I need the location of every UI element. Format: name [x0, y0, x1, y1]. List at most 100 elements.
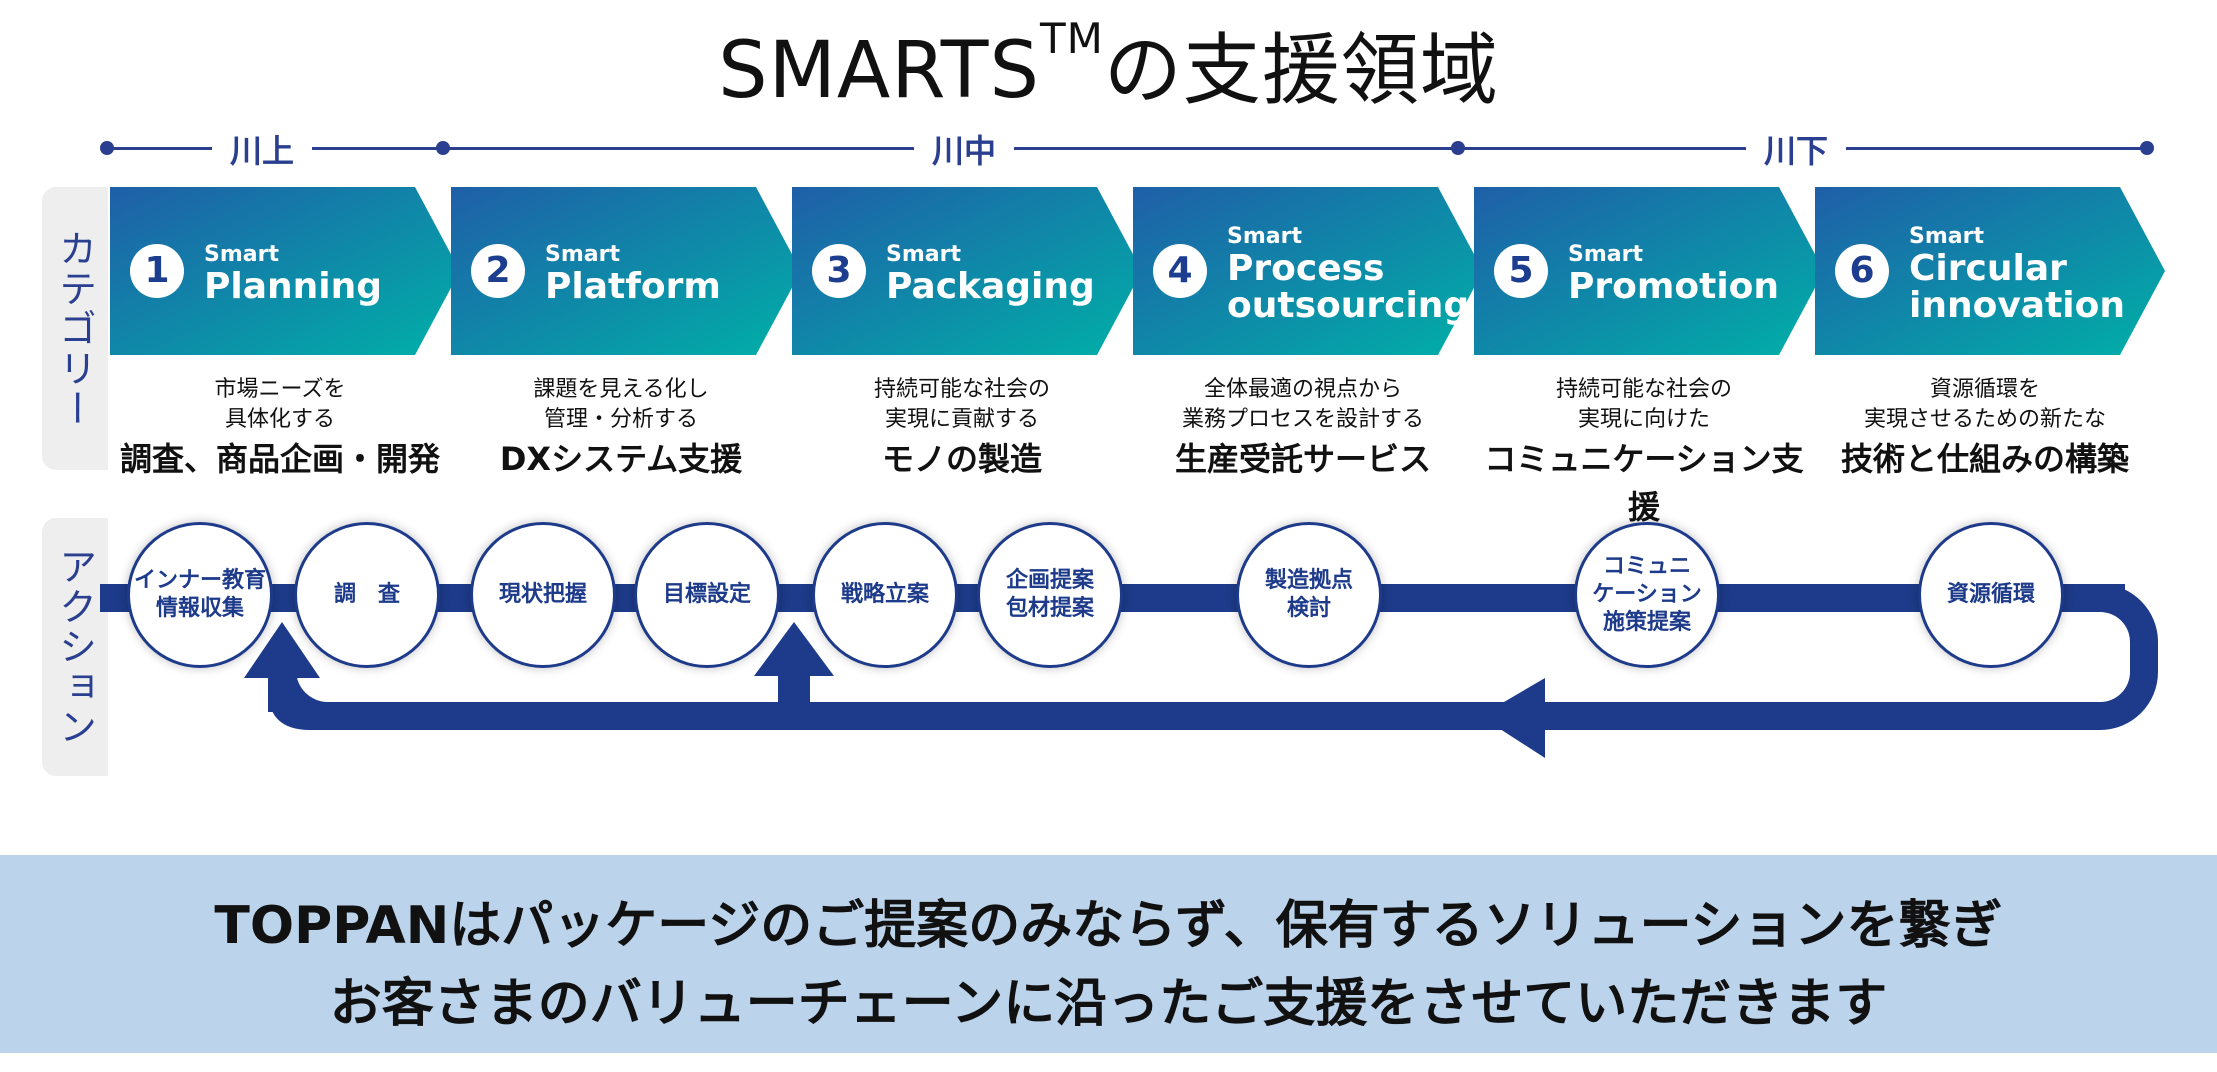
description-line: 持続可能な社会の [873, 377, 1050, 402]
category-description: 市場ニーズを 具体化する 調査、商品企画・開発 [110, 375, 450, 483]
summary-line-2: お客さまのバリューチェーンに沿ったご支援をさせていただきます [329, 974, 1888, 1034]
category-arrow-4 [1133, 187, 1483, 355]
category-smart-label: Smart [545, 242, 620, 267]
stage-dot [1451, 141, 1465, 155]
category-smart-label: Smart [1227, 224, 1302, 249]
category-name: Planning [204, 266, 383, 307]
summary-line-1: TOPPANはパッケージのご提案のみならず、保有するソリューションを繋ぎ [214, 896, 2003, 956]
stage-dot [2140, 141, 2154, 155]
description-main: モノの製造 [881, 440, 1042, 478]
category-number: 3 [812, 244, 866, 298]
action-strategy-planning: 戦略立案 [812, 522, 958, 668]
action-label: 目標設定 [662, 582, 751, 607]
description-line: 持続可能な社会の [1555, 377, 1732, 402]
category-number: 6 [1835, 244, 1889, 298]
description-line: 実現させるための新たな [1863, 407, 2106, 432]
category-description: 資源循環を 実現させるための新たな 技術と仕組みの構築 [1815, 375, 2155, 483]
stage-label-upstream: 川上 [212, 126, 313, 172]
action-side-label: アクション [52, 547, 97, 747]
category-name-line2: innovation [1909, 285, 2125, 326]
category-description: 課題を見える化し 管理・分析する DXシステム支援 [451, 375, 791, 483]
description-main: 生産受託サービス [1174, 440, 1431, 478]
category-number: 5 [1494, 244, 1548, 298]
category-name: Platform [545, 266, 721, 307]
description-line: 全体最適の視点から [1203, 377, 1402, 402]
action-label: 製造拠点 [1264, 568, 1353, 593]
category-arrow-2 [451, 187, 801, 355]
action-planning-proposal: 企画提案包材提案 [977, 522, 1123, 668]
stage-dot [100, 141, 114, 155]
action-label: コミュニ [1602, 554, 1691, 579]
description-line: 業務プロセスを設計する [1181, 407, 1424, 432]
action-label: インナー教育 [133, 568, 266, 593]
action-resource-recycling: 資源循環 [1918, 522, 2064, 668]
category-smart-label: Smart [1568, 242, 1643, 267]
description-line: 実現に向けた [1577, 407, 1710, 432]
action-research: 調 査 [294, 522, 440, 668]
trademark-mark: TM [1039, 14, 1104, 63]
description-line: 資源循環を [1929, 377, 2040, 402]
category-name: Process [1227, 248, 1385, 289]
summary-band: TOPPANはパッケージのご提案のみならず、保有するソリューションを繋ぎ お客さ… [0, 855, 2217, 1053]
action-label: 戦略立案 [840, 582, 929, 607]
category-name-line2: outsourcing [1227, 285, 1470, 326]
action-situation-analysis: 現状把握 [470, 522, 616, 668]
category-arrow-1 [110, 187, 460, 355]
description-main: 調査、商品企画・開発 [119, 440, 440, 478]
category-side-label: カテゴリー [52, 228, 97, 429]
category-description: 持続可能な社会の 実現に貢献する モノの製造 [792, 375, 1132, 483]
flow-arrow-up-middle [754, 622, 834, 676]
action-goal-setting: 目標設定 [634, 522, 780, 668]
action-label: 企画提案 [1005, 568, 1094, 593]
category-arrow-3 [792, 187, 1142, 355]
category-arrows [110, 187, 2165, 355]
stage-label-downstream: 川下 [1746, 126, 1847, 172]
category-description: 全体最適の視点から 業務プロセスを設計する 生産受託サービス [1133, 375, 1473, 483]
action-communication-proposal: コミュニケーション施策提案 [1574, 522, 1720, 668]
action-label: 包材提案 [1005, 596, 1094, 621]
action-label: 検討 [1286, 596, 1331, 621]
category-number: 4 [1153, 244, 1207, 298]
category-name: Promotion [1568, 266, 1780, 307]
stage-dot [436, 141, 450, 155]
description-main: コミュニケーション支援 [1484, 440, 1804, 526]
category-side-tab [42, 187, 108, 470]
description-line: 実現に貢献する [884, 407, 1039, 432]
action-inner-education: インナー教育情報収集 [127, 522, 273, 668]
stage-label-midstream: 川中 [914, 126, 1015, 172]
flow-arrow-left [1480, 678, 1545, 758]
category-smart-label: Smart [886, 242, 961, 267]
category-description: 持続可能な社会の 実現に向けた コミュニケーション支援 [1474, 375, 1814, 531]
title-main: SMARTS [718, 26, 1040, 116]
action-label: 資源循環 [1946, 582, 2035, 607]
stage-line-left [107, 147, 1147, 150]
flow-bottom-band [328, 702, 2100, 730]
category-number: 1 [130, 244, 184, 298]
category-arrow-5 [1474, 187, 1824, 355]
description-main: DXシステム支援 [499, 440, 743, 478]
action-side-tab [42, 518, 108, 776]
flow-arrow-up-left [244, 622, 320, 678]
action-manufacturing-site: 製造拠点検討 [1236, 522, 1382, 668]
title-suffix: の支援領域 [1103, 26, 1499, 116]
description-main: 技術と仕組みの構築 [1840, 440, 2129, 478]
description-line: 具体化する [224, 407, 335, 432]
stage-line-right [1147, 147, 2147, 150]
action-flow-arrow [100, 584, 2158, 758]
action-label: ケーション [1592, 582, 1702, 607]
flow-left-corner [268, 676, 330, 730]
flow-middle-stem [778, 672, 810, 712]
category-name: Circular [1909, 248, 2067, 289]
description-line: 市場ニーズを [214, 377, 346, 402]
category-arrow-6 [1815, 187, 2165, 355]
flow-uturn [2100, 584, 2158, 730]
description-line: 課題を見える化し [533, 377, 709, 402]
category-smart-label: Smart [1909, 224, 1984, 249]
category-name: Packaging [886, 266, 1095, 307]
action-label: 現状把握 [498, 582, 587, 607]
description-line: 管理・分析する [543, 407, 698, 432]
category-number: 2 [471, 244, 525, 298]
page-title: SMARTSTMの支援領域 [0, 8, 2217, 120]
action-label: 情報収集 [155, 596, 244, 621]
action-label: 調 査 [333, 582, 400, 607]
